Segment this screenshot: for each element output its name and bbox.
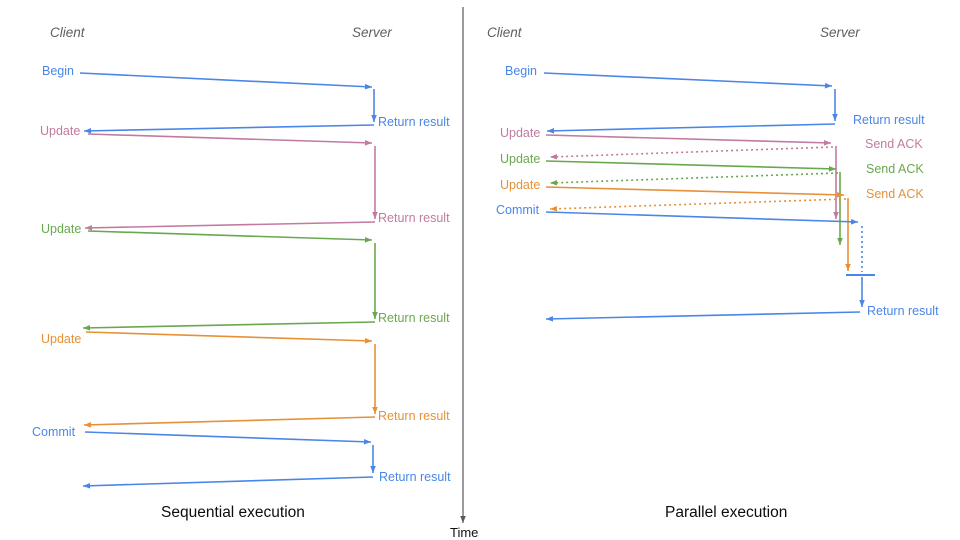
message-arrow xyxy=(84,431,372,443)
right-begin-label: Begin xyxy=(505,64,537,78)
arrowhead-icon xyxy=(83,482,91,489)
arrowhead-icon xyxy=(550,153,558,160)
arrowhead-icon xyxy=(836,192,844,198)
right-server-heading: Server xyxy=(820,25,860,40)
message-arrow xyxy=(87,230,373,241)
arrowhead-icon xyxy=(370,466,376,473)
left-client-heading: Client xyxy=(50,25,85,40)
arrowhead-icon xyxy=(823,140,831,146)
left-update2-result-label: Return result xyxy=(378,311,450,325)
message-arrow xyxy=(545,186,845,196)
left-begin-label: Begin xyxy=(42,64,74,78)
message-arrow-dotted xyxy=(549,172,839,184)
right-panel-caption: Parallel execution xyxy=(665,504,788,521)
message-arrow xyxy=(82,321,376,329)
arrowhead-icon xyxy=(832,114,838,121)
arrowhead-icon xyxy=(547,128,555,134)
message-arrow xyxy=(83,124,375,132)
arrowhead-icon xyxy=(550,205,558,212)
left-begin-result-label: Return result xyxy=(378,115,450,129)
message-arrow xyxy=(545,134,832,144)
right-begin-result-label: Return result xyxy=(853,113,925,127)
right-update1-ack-label: Send ACK xyxy=(865,137,923,151)
arrowhead-icon xyxy=(460,516,466,523)
left-update2-label: Update xyxy=(41,222,82,236)
time-axis-label: Time xyxy=(450,525,479,540)
message-arrow xyxy=(545,160,837,170)
arrowhead-icon xyxy=(371,115,377,122)
left-commit-result-label: Return result xyxy=(379,470,451,484)
left-update3-result-label: Return result xyxy=(378,409,450,423)
message-arrow xyxy=(79,72,373,88)
arrowhead-icon xyxy=(372,212,378,219)
arrowhead-icon xyxy=(550,179,558,186)
right-update2-label: Update xyxy=(500,152,541,166)
arrowhead-icon xyxy=(546,316,554,322)
arrowhead-icon xyxy=(83,325,91,331)
message-arrow xyxy=(87,133,373,144)
arrowhead-icon xyxy=(364,236,372,243)
message-arrow xyxy=(545,311,861,320)
arrowhead-icon xyxy=(363,438,371,445)
arrowhead-icon xyxy=(837,238,843,245)
arrowhead-icon xyxy=(364,337,372,344)
arrowhead-icon xyxy=(84,422,92,428)
right-update3-label: Update xyxy=(500,178,541,192)
arrowhead-icon xyxy=(364,139,372,146)
message-arrow xyxy=(82,476,374,487)
right-commit-label: Commit xyxy=(496,203,540,217)
message-arrow xyxy=(546,123,836,132)
arrowhead-icon xyxy=(833,212,839,219)
left-update1-label: Update xyxy=(40,124,81,138)
message-arrow-dotted xyxy=(549,146,834,158)
left-panel-caption: Sequential execution xyxy=(161,504,305,521)
left-server-heading: Server xyxy=(352,25,392,40)
message-arrow xyxy=(543,72,833,87)
left-update3-label: Update xyxy=(41,332,82,346)
message-arrow xyxy=(84,221,376,229)
right-client-heading: Client xyxy=(487,25,522,40)
arrowhead-icon xyxy=(828,166,836,172)
left-update1-result-label: Return result xyxy=(378,211,450,225)
right-update3-ack-label: Send ACK xyxy=(866,187,924,201)
right-update2-ack-label: Send ACK xyxy=(866,162,924,176)
right-update1-label: Update xyxy=(500,126,541,140)
arrowhead-icon xyxy=(372,312,378,319)
arrowhead-icon xyxy=(850,218,858,225)
arrowhead-icon xyxy=(84,128,92,134)
arrowhead-icon xyxy=(372,407,378,414)
arrowhead-icon xyxy=(364,83,372,90)
message-arrow xyxy=(85,331,373,342)
arrowhead-icon xyxy=(845,264,851,271)
arrowhead-icon xyxy=(824,82,832,89)
left-commit-label: Commit xyxy=(32,425,76,439)
arrowhead-icon xyxy=(859,300,865,307)
arrowhead-icon xyxy=(85,225,93,231)
message-arrow xyxy=(545,211,859,223)
message-arrow-dotted xyxy=(549,198,847,210)
right-commit-result-label: Return result xyxy=(867,304,939,318)
message-arrow xyxy=(83,416,376,426)
